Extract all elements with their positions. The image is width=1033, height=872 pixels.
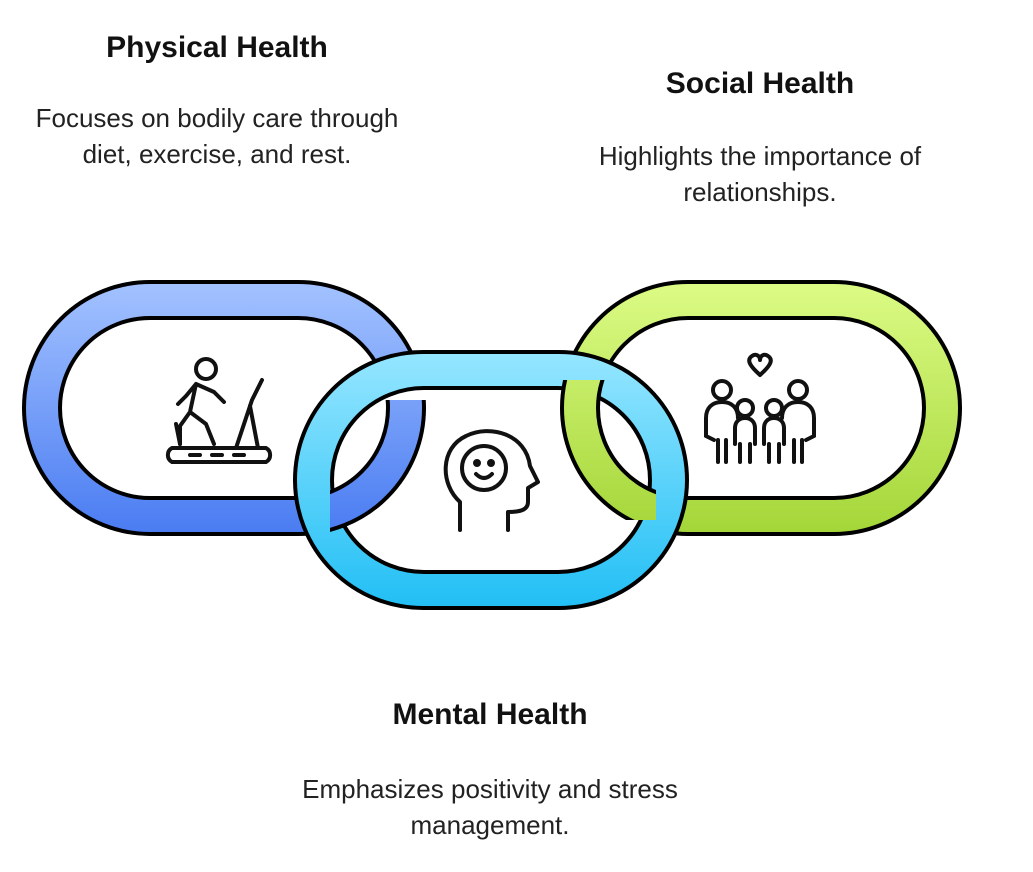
social-health-title: Social Health xyxy=(665,67,855,100)
physical-health-description: Focuses on bodily care through diet, exe… xyxy=(35,103,399,169)
social-health-block: Social Health Highlights the importance … xyxy=(570,66,950,210)
physical-health-block: Physical Health Focuses on bodily care t… xyxy=(27,30,407,172)
physical-health-title: Physical Health xyxy=(106,31,328,64)
treadmill-icon xyxy=(165,357,273,464)
mental-health-description: Emphasizes positivity and stress managem… xyxy=(302,774,678,840)
mental-health-block: Mental Health Emphasizes positivity and … xyxy=(290,697,690,843)
mental-health-title: Mental Health xyxy=(392,698,588,731)
social-link-overlap xyxy=(560,380,656,520)
smiling-head-icon xyxy=(443,429,540,532)
physical-link-overlap xyxy=(330,400,426,532)
family-heart-icon xyxy=(704,352,816,464)
social-health-description: Highlights the importance of relationshi… xyxy=(598,141,922,207)
